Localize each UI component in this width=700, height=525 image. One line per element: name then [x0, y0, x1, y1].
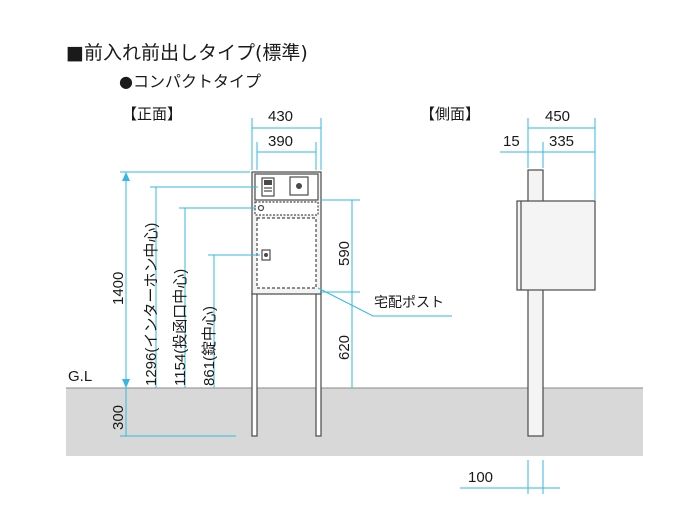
side-box [516, 200, 596, 291]
front-unit [251, 171, 322, 437]
front-leg-left [251, 291, 258, 437]
dim-inner-width: 390 [268, 133, 294, 150]
dim-total-height: 1400 [110, 271, 127, 305]
dim-total-depth: 450 [545, 108, 571, 125]
side-view-label: 【側面】 [420, 105, 481, 123]
dim-embed-depth: 300 [110, 404, 127, 430]
ground-label: G.L [68, 368, 93, 385]
dim-post-offset: 15 [503, 133, 520, 150]
dim-box-height: 590 [336, 240, 353, 266]
dim-total-width: 430 [268, 108, 294, 125]
front-view-label: 【正面】 [122, 105, 183, 123]
front-leg-right [315, 291, 322, 437]
dimension-lines [120, 118, 596, 494]
page-title: ■前入れ前出しタイプ(標準) [66, 42, 308, 64]
dim-slot-center: 1154(投函口中心) [172, 268, 189, 386]
mailbox-label: 宅配ポスト [374, 295, 444, 311]
page-subtitle: ●コンパクトタイプ [119, 72, 261, 91]
dim-box-depth: 335 [549, 133, 575, 150]
dim-intercom-center: 1296(インターホン中心) [143, 222, 160, 386]
ground-band [66, 388, 643, 456]
side-unit [516, 169, 596, 437]
slot-panel [254, 201, 319, 216]
dim-lower-height: 620 [336, 334, 353, 360]
dim-post-width: 100 [468, 469, 494, 486]
dim-lock-center: 861(錠中心) [201, 305, 218, 386]
